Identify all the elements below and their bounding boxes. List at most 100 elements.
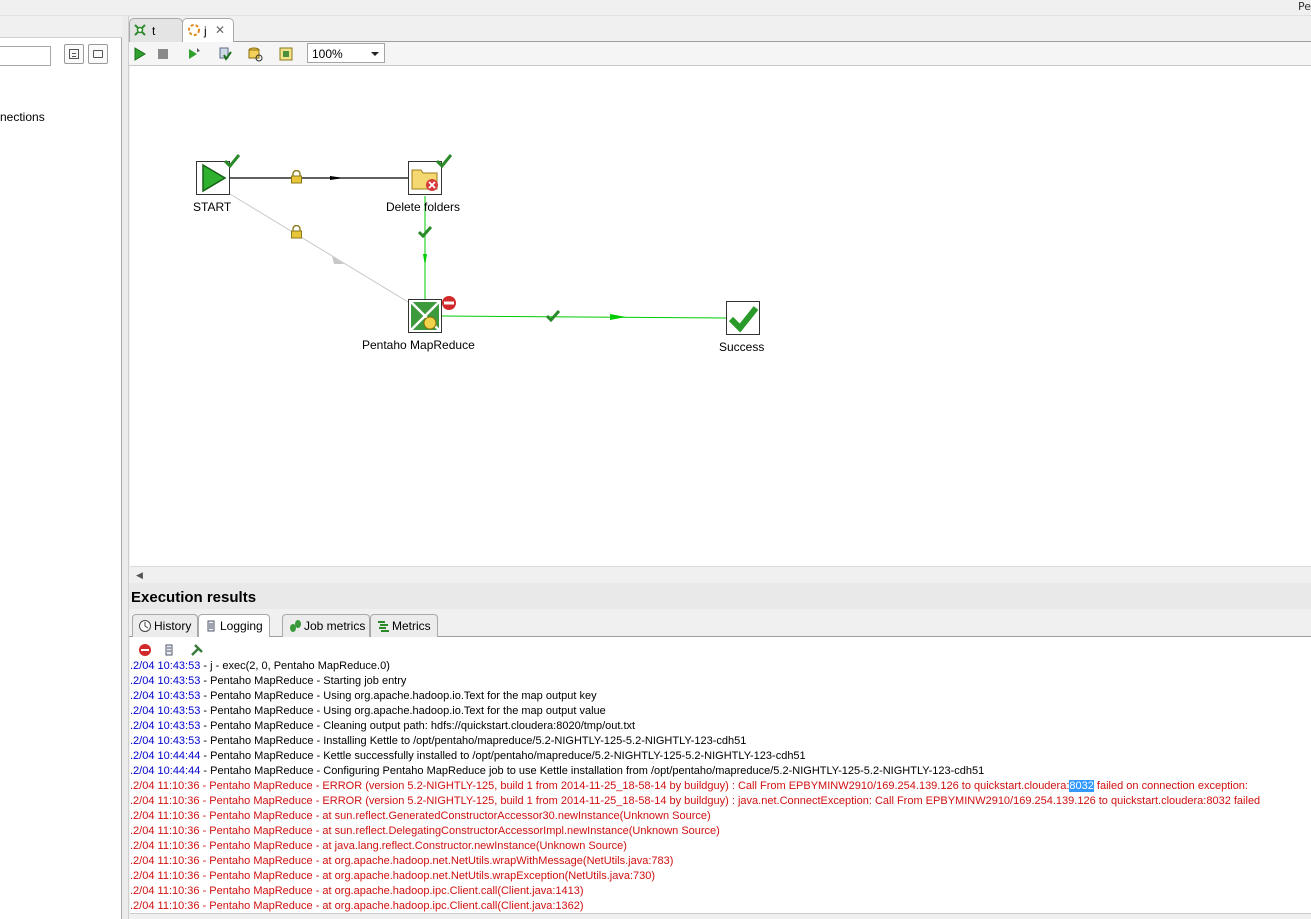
stop-icon[interactable] (155, 46, 171, 62)
run-icon[interactable] (132, 46, 148, 62)
execution-results-title: Execution results (131, 589, 257, 606)
tab-job-j[interactable]: j ✕ (182, 18, 234, 43)
chevron-down-icon (371, 52, 379, 56)
perspective-label[interactable]: Pe (1297, 0, 1311, 13)
log-line: .2/04 10:44:44 - Pentaho MapReduce - Con… (130, 764, 1311, 779)
replay-icon[interactable] (186, 46, 202, 62)
tab-label: t (152, 24, 156, 38)
logging-icon (207, 620, 215, 632)
job-canvas[interactable]: START Delete folders Pentaho MapReduce (130, 66, 1311, 566)
explorer-header (0, 16, 122, 38)
job-toolbar: 100% (129, 42, 1311, 66)
error-icon (442, 296, 456, 310)
lock-icon (291, 225, 302, 239)
impact-icon[interactable] (278, 46, 294, 62)
log-line: .2/04 11:10:36 - Pentaho MapReduce - at … (130, 884, 1311, 899)
log-message: - Pentaho MapReduce - at org.apache.hado… (199, 870, 656, 882)
execution-results-header (129, 583, 1311, 609)
clear-log-icon[interactable] (138, 643, 152, 657)
explorer-search-input[interactable] (0, 46, 51, 66)
log-message: - Pentaho MapReduce - at org.apache.hado… (199, 885, 584, 897)
job-metrics-icon (290, 620, 301, 632)
log-message: - Pentaho MapReduce - at org.apache.hado… (199, 900, 584, 912)
sql-icon[interactable] (247, 46, 263, 62)
tab-history[interactable]: History (132, 614, 198, 637)
tools-icon[interactable] (190, 643, 204, 657)
zoom-select[interactable]: 100% (307, 43, 385, 63)
log-timestamp: .2/04 11:10:36 (130, 810, 200, 822)
log-line: .2/04 10:44:44 - Pentaho MapReduce - Ket… (130, 749, 1311, 764)
log-line: .2/04 10:43:53 - Pentaho MapReduce - Ins… (130, 734, 1311, 749)
log-timestamp: .2/04 10:43:53 (130, 675, 201, 687)
tree-collapse-icon (93, 50, 103, 58)
explorer-tree: nections (0, 110, 45, 124)
log-message: - Pentaho MapReduce - ERROR (version 5.2… (199, 780, 1070, 792)
log-line: .2/04 11:10:36 - Pentaho MapReduce - ERR… (130, 794, 1311, 809)
log-timestamp: .2/04 11:10:36 (130, 795, 200, 807)
tree-item-connections[interactable]: nections (0, 110, 45, 124)
tree-expand-icon (69, 49, 79, 59)
document-tabs: t j ✕ (129, 16, 1311, 43)
log-text[interactable]: .2/04 10:43:53 - j - exec(2, 0, Pentaho … (130, 659, 1311, 914)
log-line: .2/04 11:10:36 - Pentaho MapReduce - at … (130, 824, 1311, 839)
node-label-start: START (193, 200, 232, 214)
log-message: - Pentaho MapReduce - at org.apache.hado… (199, 855, 674, 867)
lock-icon (291, 170, 302, 184)
hop-success-check-icon (546, 310, 560, 322)
hop-start-mapreduce[interactable] (229, 193, 409, 303)
panel-splitter[interactable] (122, 16, 129, 919)
tab-label: Logging (220, 619, 263, 633)
scroll-left-icon[interactable]: ◀ (136, 571, 143, 581)
tab-metrics[interactable]: Metrics (370, 614, 438, 637)
tab-transformation-t[interactable]: t (129, 18, 183, 42)
node-label-pentaho-mapreduce: Pentaho MapReduce (362, 338, 475, 352)
log-bottom-scrollbar[interactable] (130, 913, 1311, 919)
log-message: - Pentaho MapReduce - Using org.apache.h… (200, 690, 597, 702)
job-node-pentaho-mapreduce[interactable] (408, 299, 442, 333)
metrics-icon (378, 621, 389, 632)
log-line: .2/04 11:10:36 - Pentaho MapReduce - at … (130, 839, 1311, 854)
delete-folder-icon (411, 169, 438, 191)
log-timestamp: .2/04 11:10:36 (130, 900, 200, 912)
log-line: .2/04 10:43:53 - j - exec(2, 0, Pentaho … (130, 659, 1311, 674)
job-node-delete-folders[interactable] (408, 161, 442, 195)
log-line: .2/04 10:43:53 - Pentaho MapReduce - Sta… (130, 674, 1311, 689)
tab-label: History (154, 619, 192, 633)
expand-all-button[interactable] (64, 44, 84, 64)
success-icon (728, 306, 759, 333)
job-node-start[interactable] (196, 161, 230, 195)
mapreduce-icon (410, 301, 440, 331)
log-timestamp: .2/04 11:10:36 (130, 825, 200, 837)
log-line: .2/04 11:10:36 - Pentaho MapReduce - at … (130, 899, 1311, 914)
log-line: .2/04 11:10:36 - Pentaho MapReduce - at … (130, 854, 1311, 869)
transformation-icon (134, 24, 146, 36)
tab-label: Metrics (392, 619, 431, 633)
log-timestamp: .2/04 10:44:44 (130, 765, 201, 777)
node-label-delete-folders: Delete folders (386, 200, 461, 214)
check-icon[interactable] (217, 46, 233, 62)
zoom-value: 100% (312, 47, 343, 61)
success-check-icon (436, 154, 452, 168)
hop-mapreduce-success[interactable] (441, 315, 727, 319)
tab-label: j (204, 24, 207, 38)
selected-text: 8032 (1069, 780, 1094, 792)
history-icon (139, 620, 151, 632)
canvas-horizontal-scrollbar[interactable]: ◀ (130, 566, 1311, 583)
log-message: - Pentaho MapReduce - Configuring Pentah… (200, 765, 985, 777)
log-message-tail: failed on connection exception: (1093, 780, 1248, 792)
log-timestamp: .2/04 10:43:53 (130, 720, 201, 732)
log-message: - Pentaho MapReduce - Starting job entry (200, 675, 407, 687)
tab-label: Job metrics (304, 619, 366, 633)
logging-panel: .2/04 10:43:53 - j - exec(2, 0, Pentaho … (130, 637, 1311, 919)
log-message: - j - exec(2, 0, Pentaho MapReduce.0) (200, 660, 390, 672)
tab-logging[interactable]: Logging (198, 614, 270, 637)
tab-job-metrics[interactable]: Job metrics (282, 614, 370, 637)
log-message: - Pentaho MapReduce - at sun.reflect.Gen… (199, 810, 711, 822)
log-settings-icon[interactable] (162, 643, 176, 657)
log-message: - Pentaho MapReduce - at java.lang.refle… (199, 840, 627, 852)
log-timestamp: .2/04 10:43:53 (130, 735, 201, 747)
job-node-success[interactable] (726, 301, 760, 335)
close-tab-icon[interactable]: ✕ (215, 23, 226, 37)
collapse-all-button[interactable] (88, 44, 108, 64)
